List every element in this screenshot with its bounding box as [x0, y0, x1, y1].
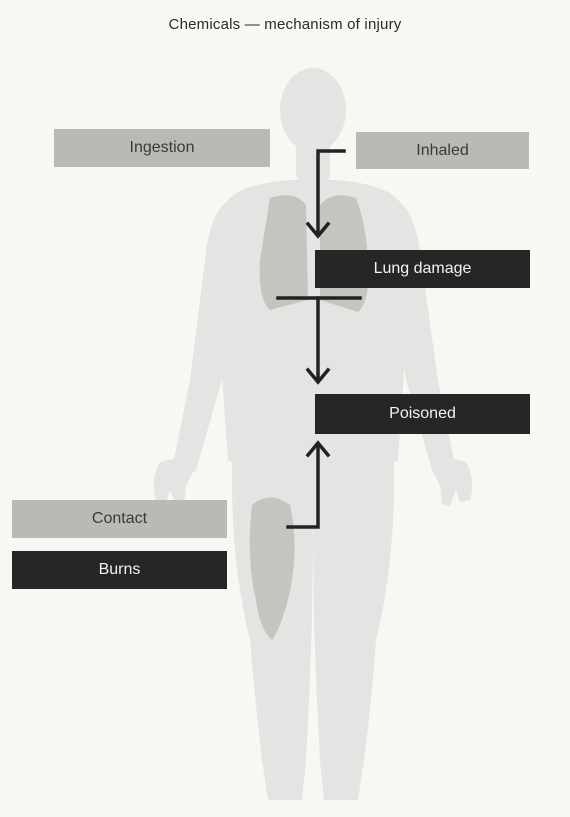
body-silhouette [154, 68, 473, 800]
lung-damage-label: Lung damage [315, 250, 530, 288]
burns-label: Burns [12, 551, 227, 589]
inhaled-label: Inhaled [356, 132, 529, 169]
ingestion-label: Ingestion [54, 129, 270, 167]
poisoned-label: Poisoned [315, 394, 530, 434]
contact-label: Contact [12, 500, 227, 538]
